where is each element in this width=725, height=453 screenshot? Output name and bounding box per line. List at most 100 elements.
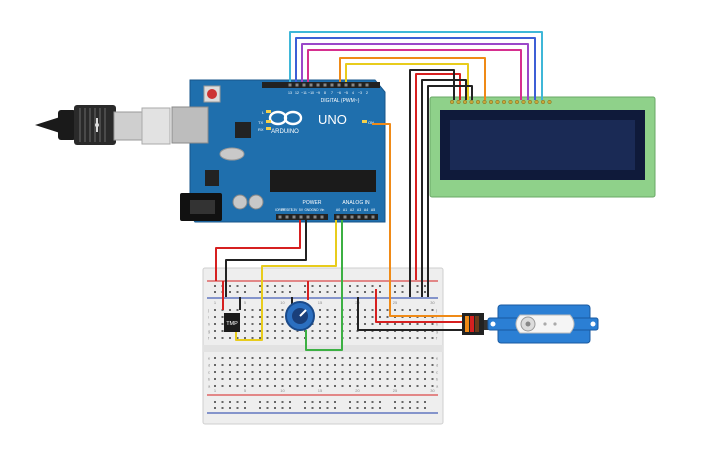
bb-hole [394,309,396,311]
lcd-pin[interactable] [449,99,455,105]
power-pin[interactable] [299,215,303,219]
bb-hole [311,337,314,339]
bb-hole [424,371,426,373]
lcd-pin[interactable] [456,99,461,105]
bb-hole [394,371,396,373]
lcd-pin[interactable] [462,99,468,105]
power-pin[interactable] [320,215,324,219]
bb-hole [274,378,276,380]
lcd-pin[interactable] [514,99,520,105]
analog-pin[interactable] [336,215,340,219]
digital-pin[interactable] [365,83,369,87]
analog-pin[interactable] [343,215,347,219]
bb-hole [289,364,291,366]
bb-hole [356,364,359,366]
bb-hole [296,385,299,387]
row-letter: g [208,329,210,334]
tmp-label: TMP [226,321,238,327]
bb-hole [266,309,269,311]
bb-hole [311,364,314,366]
row-letter: d [436,363,438,368]
col-number: 30 [430,388,435,393]
bb-hole [349,378,351,380]
bb-hole [319,337,321,339]
rail-hole [394,291,396,293]
bb-hole [266,337,269,339]
lcd-pin[interactable] [547,99,552,105]
analog-pin[interactable] [371,215,375,219]
reset-button[interactable] [203,85,221,103]
digital-pin[interactable] [358,83,362,87]
lcd-pin[interactable] [534,99,539,105]
power-pin[interactable] [285,215,289,219]
bb-hole [319,385,321,387]
bb-hole [289,330,291,332]
bb-hole [379,378,381,380]
bb-hole [349,309,351,311]
power-pin[interactable] [292,215,296,219]
bb-hole [349,371,351,373]
lcd-pin[interactable] [501,99,507,105]
rail-hole [349,407,351,409]
digital-pin[interactable] [330,83,334,87]
usb-icon [95,118,99,132]
digital-pin[interactable] [316,83,320,87]
bb-hole [251,371,254,373]
bb-hole [229,378,231,380]
bb-hole [356,330,359,332]
bb-hole [416,364,419,366]
lcd-pin[interactable] [482,99,487,105]
digital-pin[interactable] [323,83,327,87]
analog-pin-label: A1 [343,208,347,212]
bb-hole [409,371,411,373]
digital-pin[interactable] [337,83,341,87]
digital-pin[interactable] [344,83,348,87]
bb-hole [379,337,381,339]
rail-hole [281,291,284,293]
bb-hole [244,357,246,359]
digital-pin[interactable] [309,83,313,87]
bb-hole [364,337,366,339]
lcd-pin[interactable] [540,99,546,105]
analog-pin[interactable] [364,215,368,219]
bb-hole [326,323,329,325]
lcd-display [429,96,656,198]
power-pin[interactable] [306,215,310,219]
digital-pin[interactable] [351,83,355,87]
bb-hole [304,378,306,380]
bb-hole [214,337,216,339]
analog-pin[interactable] [357,215,361,219]
digital-pin[interactable] [302,83,306,87]
lcd-pin[interactable] [469,99,474,105]
bb-hole [229,385,231,387]
bb-hole [251,323,254,325]
bb-hole [221,323,224,325]
lcd-pin[interactable] [495,99,500,105]
bb-hole [229,371,231,373]
analog-header-label: ANALOG IN [342,200,370,206]
potentiometer[interactable] [285,301,315,331]
digital-pin[interactable] [288,83,292,87]
lcd-pin[interactable] [527,99,533,105]
bb-hole [259,330,261,332]
bb-hole [289,378,291,380]
digital-pin[interactable] [295,83,299,87]
bb-hole [326,330,329,332]
lcd-pin[interactable] [475,99,481,105]
bb-hole [416,309,419,311]
wire-black-lcd-contrast [427,85,473,297]
power-pin[interactable] [278,215,282,219]
analog-pin[interactable] [350,215,354,219]
row-letter: h [208,322,210,327]
rail-hole [244,407,246,409]
rail-hole [244,285,246,287]
wire-red-5v [215,220,301,281]
lcd-pin[interactable] [488,99,494,105]
lcd-pin[interactable] [508,99,513,105]
power-pin[interactable] [313,215,317,219]
analog-pin-label: A2 [350,208,354,212]
lcd-pin[interactable] [521,99,526,105]
bb-hole [386,323,389,325]
bb-hole [364,316,366,318]
bb-hole [409,385,411,387]
